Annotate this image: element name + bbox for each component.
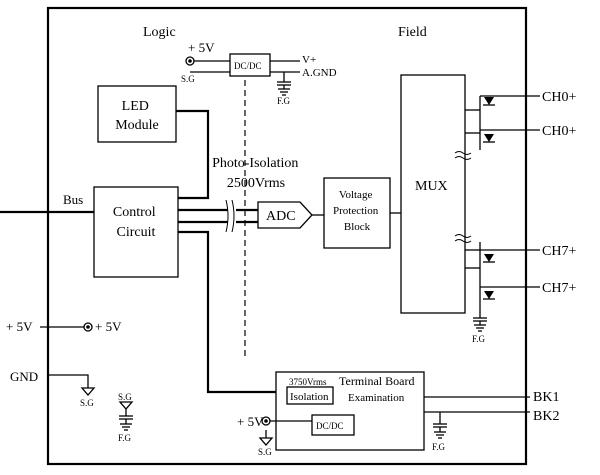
- diode-pair-ch7a: [479, 242, 520, 270]
- left-5v-label: + 5V: [6, 319, 33, 334]
- coupling-fg-label: F.G: [118, 433, 132, 443]
- bus-label: Bus: [63, 192, 83, 207]
- diode-pair-ch0b: [479, 124, 520, 150]
- terminal-board-label: Terminal Board: [339, 374, 414, 388]
- v3750-label: 3750Vrms: [289, 377, 327, 387]
- left-5v-terminal: [83, 322, 93, 332]
- bottom-dcdc-box: [311, 414, 355, 436]
- left-5v-label-2: + 5V: [95, 319, 122, 334]
- logic-label: Logic: [143, 25, 176, 40]
- diode-pair-ch0a: [479, 95, 520, 124]
- examination-label: Examination: [348, 392, 405, 404]
- terminal-board-block: [275, 371, 425, 451]
- top-dcdc-label: DC/DC: [234, 61, 262, 71]
- bk-fg-label: F.G: [432, 442, 446, 452]
- module-border: [46, 6, 528, 466]
- ch7-label-2: CH7+: [542, 281, 576, 296]
- ch0-label-1: CH0+: [542, 90, 576, 105]
- coupling-sg-label: S.G: [118, 392, 132, 402]
- mux-fg-label: F.G: [472, 334, 486, 344]
- control-circuit-block: [93, 186, 179, 278]
- gnd-label: GND: [10, 369, 38, 384]
- adc-label: ADC: [266, 209, 296, 224]
- vplus-label: V+: [302, 54, 316, 66]
- led-module-label: LED Module: [115, 99, 159, 133]
- bottom-sg-label: S.G: [258, 447, 272, 457]
- field-label: Field: [398, 25, 427, 40]
- control-circuit-label: Control Circuit: [113, 205, 159, 240]
- photo-isolation-label: Photo-Isolation 2500Vrms: [212, 156, 302, 191]
- bottom-5v-label: + 5V: [237, 414, 264, 429]
- adc-block: [257, 201, 313, 229]
- isolation-box: [286, 386, 334, 405]
- diode-pair-ch7b: [479, 270, 520, 300]
- ch7-label-1: CH7+: [542, 244, 576, 259]
- ch0-label-2: CH0+: [542, 124, 576, 139]
- bk1-label: BK1: [533, 390, 559, 405]
- bottom-dcdc-label: DC/DC: [316, 421, 344, 431]
- voltage-protection-label: Voltage Protection Block: [333, 189, 381, 233]
- gnd-sg-label: S.G: [80, 398, 94, 408]
- mux-label: MUX: [415, 179, 448, 194]
- top-sg-label: S.G: [181, 74, 195, 84]
- top-fg-label: F.G: [277, 96, 291, 106]
- led-module-block: [97, 85, 177, 143]
- top-dcdc-box: [229, 53, 271, 77]
- agnd-label: A.GND: [302, 67, 337, 79]
- top-5v-label: + 5V: [188, 40, 215, 55]
- voltage-protection-block: [323, 177, 391, 249]
- mux-block: [400, 74, 466, 314]
- bk2-label: BK2: [533, 409, 559, 424]
- isolation-label: Isolation: [290, 391, 329, 403]
